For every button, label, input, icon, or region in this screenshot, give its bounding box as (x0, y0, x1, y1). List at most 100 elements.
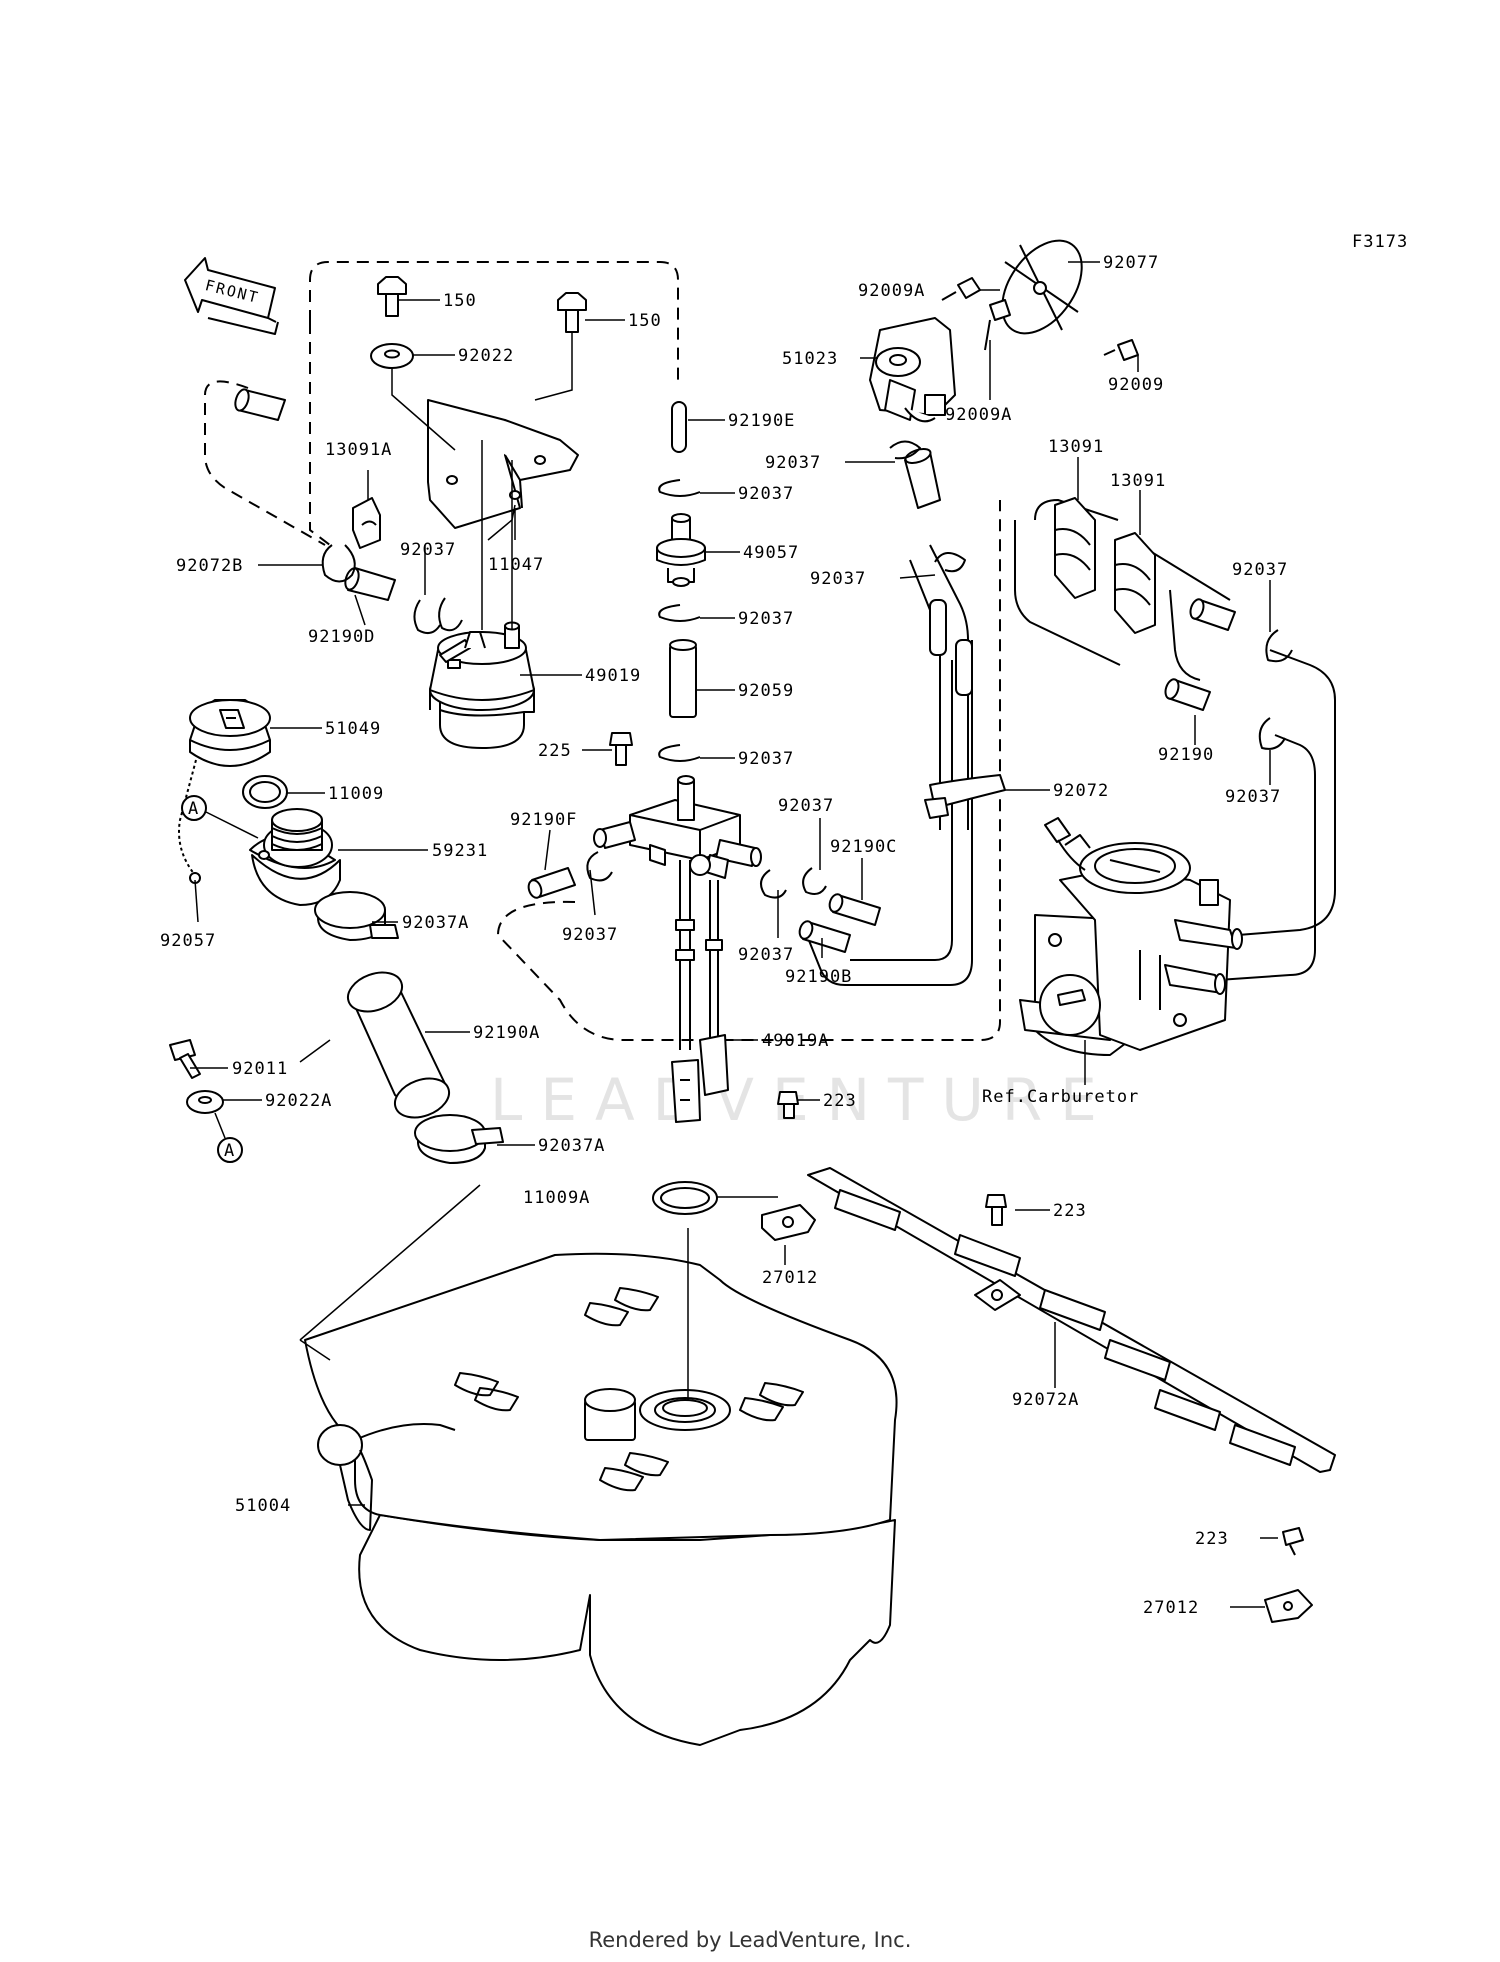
bracket-27012-center (761, 1204, 816, 1241)
hose-92190f (527, 867, 576, 899)
callout-223-strap: 223 (1053, 1201, 1087, 1221)
fuel-cap-51049 (189, 699, 271, 767)
dashed-routing-lines (204, 261, 1001, 1041)
clamp-13091-left (1054, 497, 1096, 599)
washer-92022a (186, 1090, 224, 1114)
figure-code: F3173 (1352, 232, 1408, 252)
hose-92190c (828, 893, 881, 926)
reference-marker-a-bottom: A (214, 1112, 243, 1163)
bolt-150-right (557, 292, 587, 333)
clip-92037-pump-bottom (934, 552, 966, 573)
reference-marker-a-bottom-text: A (224, 1141, 235, 1161)
pickup-tube-49019a (671, 860, 729, 1123)
screw-92009a-bottom (984, 299, 1011, 351)
callout-92037-tap-right: 92037 (738, 945, 794, 965)
hose-pump-outlet (904, 448, 941, 509)
callout-92011: 92011 (232, 1059, 288, 1079)
diaphragm-92077 (1001, 239, 1083, 335)
callout-92037-tap-left: 92037 (562, 925, 618, 945)
hose-top-left (234, 388, 286, 421)
clip-92072b (321, 544, 356, 583)
clip-92037-right-top (1265, 629, 1293, 663)
screw-225 (609, 732, 633, 766)
front-direction-arrow-icon: FRONT (184, 257, 279, 335)
screw-223-bottom-right (1282, 1527, 1304, 1556)
hose-clamp-92037a-top (314, 891, 399, 941)
hose-92190 (1164, 678, 1211, 711)
clip-92037-tap-left (586, 851, 613, 882)
callout-51023: 51023 (782, 349, 838, 369)
clip-92037-center-2 (658, 604, 701, 622)
screw-92009 (1103, 339, 1139, 361)
hose-92190a (346, 971, 451, 1119)
callout-92037-pump-bottom: 92037 (810, 569, 866, 589)
callout-13091-right: 13091 (1110, 471, 1166, 491)
callout-92022a: 92022A (265, 1091, 332, 1111)
clamp-13091a (352, 497, 381, 549)
callout-92037a-top: 92037A (402, 913, 469, 933)
callout-225: 225 (538, 741, 572, 761)
clamp-13091-right (1114, 532, 1156, 634)
clip-92037-center-3 (658, 744, 701, 762)
callout-ref-carburetor: Ref.Carburetor (982, 1087, 1139, 1107)
callout-11009: 11009 (328, 784, 384, 804)
fuel-filter-49019 (429, 621, 535, 749)
filler-neck-59231 (249, 808, 341, 906)
carburetor-reference (1019, 817, 1243, 1056)
reference-marker-a-top-text: A (188, 799, 199, 819)
callout-92059: 92059 (738, 681, 794, 701)
callout-92190d: 92190D (308, 627, 375, 647)
callout-92037-tap-upper: 92037 (778, 796, 834, 816)
hose-92190d (344, 567, 396, 601)
callout-51004: 51004 (235, 1496, 291, 1516)
callout-92190b: 92190B (785, 967, 852, 987)
hose-92190-upper (1189, 598, 1236, 631)
clip-92037-filter (413, 597, 463, 635)
callout-92057: 92057 (160, 931, 216, 951)
callout-92009: 92009 (1108, 375, 1164, 395)
callout-223-bottom-right: 223 (1195, 1529, 1229, 1549)
hose-clamp-92037a-bottom (414, 1114, 504, 1164)
fuel-pump-51023 (869, 317, 956, 423)
clip-92037-right-bottom (1258, 717, 1286, 750)
footer-credit: Rendered by LeadVenture, Inc. (588, 1928, 912, 1952)
callout-11047: 11047 (488, 555, 544, 575)
clip-92037-tap-right (760, 869, 787, 899)
clip-92037-pump-top (889, 440, 921, 460)
tether-chain-92057 (178, 759, 201, 884)
callout-92190f: 92190F (510, 810, 577, 830)
callout-13091-left: 13091 (1048, 437, 1104, 457)
callout-49057: 49057 (743, 543, 799, 563)
fuel-tap-assembly (593, 775, 762, 879)
callout-92190c: 92190C (830, 837, 897, 857)
screw-223-strap (985, 1194, 1007, 1226)
o-ring-11009a (652, 1181, 718, 1215)
strap-92072a (807, 1167, 1336, 1473)
callout-92037-right-top: 92037 (1232, 560, 1288, 580)
hose-92059 (669, 639, 697, 718)
callout-92037-c3: 92037 (738, 749, 794, 769)
callout-92037-filter: 92037 (400, 540, 456, 560)
callout-labels: 150 150 92022 92190E 13091A 92037 11047 … (160, 253, 1288, 1618)
clip-92037-center-1 (658, 479, 701, 497)
callout-92190e: 92190E (728, 411, 795, 431)
screw-223-center (777, 1091, 799, 1119)
callout-92037-right-bottom: 92037 (1225, 787, 1281, 807)
callout-49019a: 49019A (762, 1031, 829, 1051)
reference-marker-a-top: A (181, 795, 259, 839)
callout-92037-pump-top: 92037 (765, 453, 821, 473)
o-ring-11009 (242, 775, 288, 809)
callout-92072b: 92072B (176, 556, 243, 576)
callout-27012-center: 27012 (762, 1268, 818, 1288)
bolt-150-left (377, 276, 407, 317)
callout-49019: 49019 (585, 666, 641, 686)
hose-92190b (798, 920, 851, 953)
callout-51049: 51049 (325, 719, 381, 739)
screw-92009a-top (941, 277, 981, 301)
callout-92037-c2: 92037 (738, 609, 794, 629)
bracket-27012-bottom-right (1264, 1589, 1313, 1623)
hose-pump-vertical (929, 599, 973, 696)
callout-92009a-bottom: 92009A (945, 405, 1012, 425)
hose-92190e (671, 401, 687, 453)
washer-92022 (370, 343, 414, 369)
